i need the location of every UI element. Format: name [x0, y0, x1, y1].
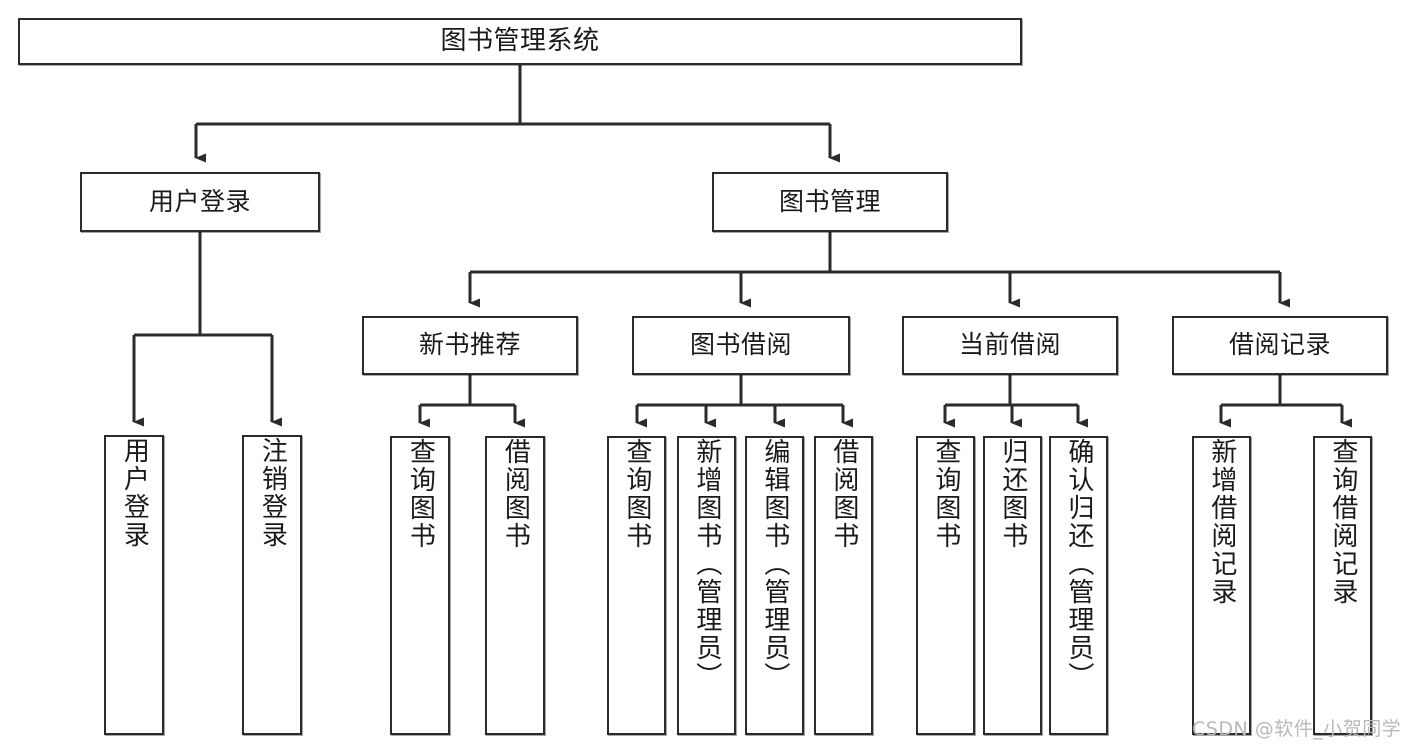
leaf-book-borrow-edit-book-admin[interactable]: 编辑图书（管理员）	[745, 436, 804, 735]
leaf-label: 查询图书	[930, 438, 961, 550]
leaf-label: 用户登录	[119, 437, 150, 549]
node-label: 图书借阅	[689, 330, 792, 360]
leaf-label: 新增图书（管理员）	[691, 438, 722, 690]
leaf-current-borrow-return-book[interactable]: 归还图书	[983, 436, 1042, 735]
leaf-book-borrow-query-book[interactable]: 查询图书	[607, 436, 666, 735]
leaf-borrow-record-query-record[interactable]: 查询借阅记录	[1313, 436, 1372, 735]
leaf-label: 查询图书	[405, 438, 436, 550]
node-current-borrow[interactable]: 当前借阅	[902, 316, 1118, 375]
leaf-current-borrow-confirm-return-admin[interactable]: 确认归还（管理员）	[1049, 436, 1108, 735]
leaf-user-login-logout[interactable]: 注销登录	[242, 435, 302, 735]
leaf-new-book-query-book[interactable]: 查询图书	[390, 436, 450, 735]
node-borrow-record[interactable]: 借阅记录	[1172, 316, 1388, 375]
leaf-book-borrow-borrow-book[interactable]: 借阅图书	[814, 436, 873, 735]
leaf-label: 确认归还（管理员）	[1063, 438, 1094, 690]
leaf-label: 新增借阅记录	[1206, 438, 1237, 606]
node-label: 用户登录	[148, 186, 251, 216]
node-label: 图书管理系统	[440, 25, 600, 56]
leaf-label: 查询借阅记录	[1327, 438, 1358, 606]
node-label: 图书管理	[778, 186, 881, 216]
leaf-book-borrow-add-book-admin[interactable]: 新增图书（管理员）	[677, 436, 736, 735]
node-label: 当前借阅	[958, 330, 1061, 360]
node-label: 新书推荐	[418, 330, 521, 360]
leaf-label: 借阅图书	[500, 438, 531, 550]
leaf-borrow-record-add-record[interactable]: 新增借阅记录	[1192, 436, 1251, 735]
leaf-user-login-login[interactable]: 用户登录	[104, 435, 164, 735]
csdn-watermark: CSDN @软件_小贺同学	[1192, 718, 1402, 740]
node-new-book-recommend[interactable]: 新书推荐	[362, 316, 578, 375]
node-book-borrow[interactable]: 图书借阅	[632, 316, 850, 375]
node-user-login[interactable]: 用户登录	[80, 172, 320, 232]
node-label: 借阅记录	[1228, 330, 1331, 360]
leaf-label: 借阅图书	[828, 438, 859, 550]
leaf-label: 编辑图书（管理员）	[759, 438, 790, 690]
node-book-management-system[interactable]: 图书管理系统	[18, 18, 1022, 65]
leaf-label: 查询图书	[621, 438, 652, 550]
leaf-label: 注销登录	[257, 437, 288, 549]
leaf-current-borrow-query-book[interactable]: 查询图书	[916, 436, 975, 735]
node-book-management[interactable]: 图书管理	[712, 172, 948, 232]
leaf-label: 归还图书	[997, 438, 1028, 550]
leaf-new-book-borrow-book[interactable]: 借阅图书	[485, 436, 545, 735]
